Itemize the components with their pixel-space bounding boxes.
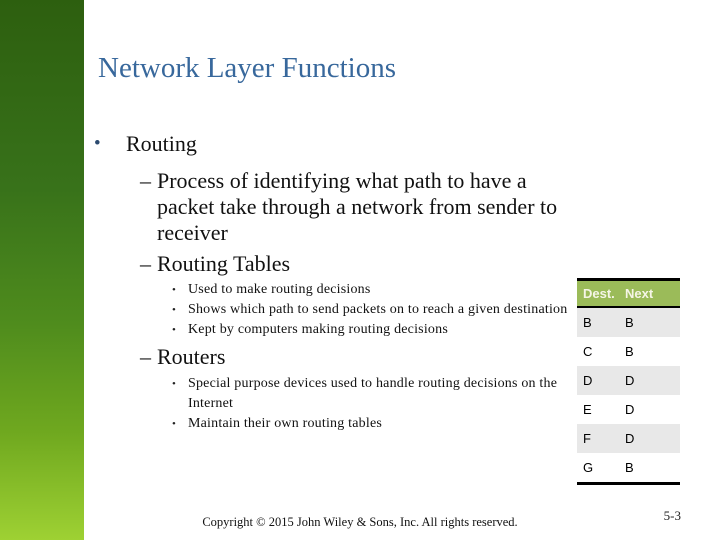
cell-next: B	[625, 315, 634, 330]
cell-dest: B	[583, 315, 592, 330]
routing-table-body: B B C B D D E D F D G B	[577, 308, 680, 482]
routing-table-header: Dest. Next	[577, 281, 680, 308]
list-item-shows: • Shows which path to send packets on to…	[84, 300, 594, 320]
bullet-list: • Routing – Process of identifying what …	[84, 130, 594, 434]
bullet-dot-icon: •	[172, 284, 177, 296]
list-item-text: Routers	[157, 344, 226, 369]
list-item-text: Special purpose devices used to handle r…	[188, 376, 558, 411]
list-item-routing: • Routing	[84, 130, 594, 157]
bullet-dot-icon: •	[172, 304, 177, 316]
cell-next: D	[625, 431, 635, 446]
dash-bullet-icon: –	[140, 168, 151, 193]
routing-table: Dest. Next B B C B D D E D F D G B	[577, 278, 680, 485]
cell-next: D	[625, 402, 635, 417]
cell-dest: G	[583, 460, 594, 475]
list-item-text: Kept by computers making routing decisio…	[188, 322, 448, 337]
bullet-dot-icon: •	[94, 133, 101, 154]
bullet-dot-icon: •	[172, 378, 177, 390]
bullet-dot-icon: •	[172, 324, 177, 336]
cell-dest: E	[583, 402, 592, 417]
list-item-routing-tables: – Routing Tables	[84, 251, 594, 277]
list-item-text: Routing	[126, 131, 197, 156]
list-item-used: • Used to make routing decisions	[84, 280, 594, 300]
list-item-process: – Process of identifying what path to ha…	[84, 168, 594, 246]
cell-dest: C	[583, 344, 593, 359]
copyright-notice: Copyright © 2015 John Wiley & Sons, Inc.…	[202, 515, 518, 529]
list-item-maintain: • Maintain their own routing tables	[84, 414, 594, 434]
cell-dest: F	[583, 431, 591, 446]
green-gradient-sidebar	[0, 0, 84, 540]
column-header-next: Next	[625, 286, 654, 301]
table-row: C B	[577, 337, 680, 366]
page-title: Network Layer Functions	[98, 52, 396, 84]
list-item-kept: • Kept by computers making routing decis…	[84, 320, 594, 340]
list-item-text: Used to make routing decisions	[188, 282, 371, 297]
list-item-text: Shows which path to send packets on to r…	[188, 302, 568, 317]
dash-bullet-icon: –	[140, 344, 151, 369]
list-item-text: Maintain their own routing tables	[188, 416, 383, 431]
list-item-text: Routing Tables	[157, 251, 291, 276]
table-row: F D	[577, 424, 680, 453]
table-row: D D	[577, 366, 680, 395]
cell-dest: D	[583, 373, 593, 388]
cell-next: B	[625, 460, 634, 475]
list-item-routers: – Routers	[84, 344, 594, 370]
cell-next: B	[625, 344, 634, 359]
list-item-text: Process of identifying what path to have…	[157, 168, 558, 245]
slide-number: 5-3	[663, 508, 681, 523]
table-row: E D	[577, 395, 680, 424]
table-row: B B	[577, 308, 680, 337]
cell-next: D	[625, 373, 635, 388]
table-row: G B	[577, 453, 680, 482]
column-header-dest: Dest.	[583, 286, 615, 301]
bullet-dot-icon: •	[172, 418, 177, 430]
list-item-special: • Special purpose devices used to handle…	[84, 374, 594, 414]
dash-bullet-icon: –	[140, 251, 151, 276]
